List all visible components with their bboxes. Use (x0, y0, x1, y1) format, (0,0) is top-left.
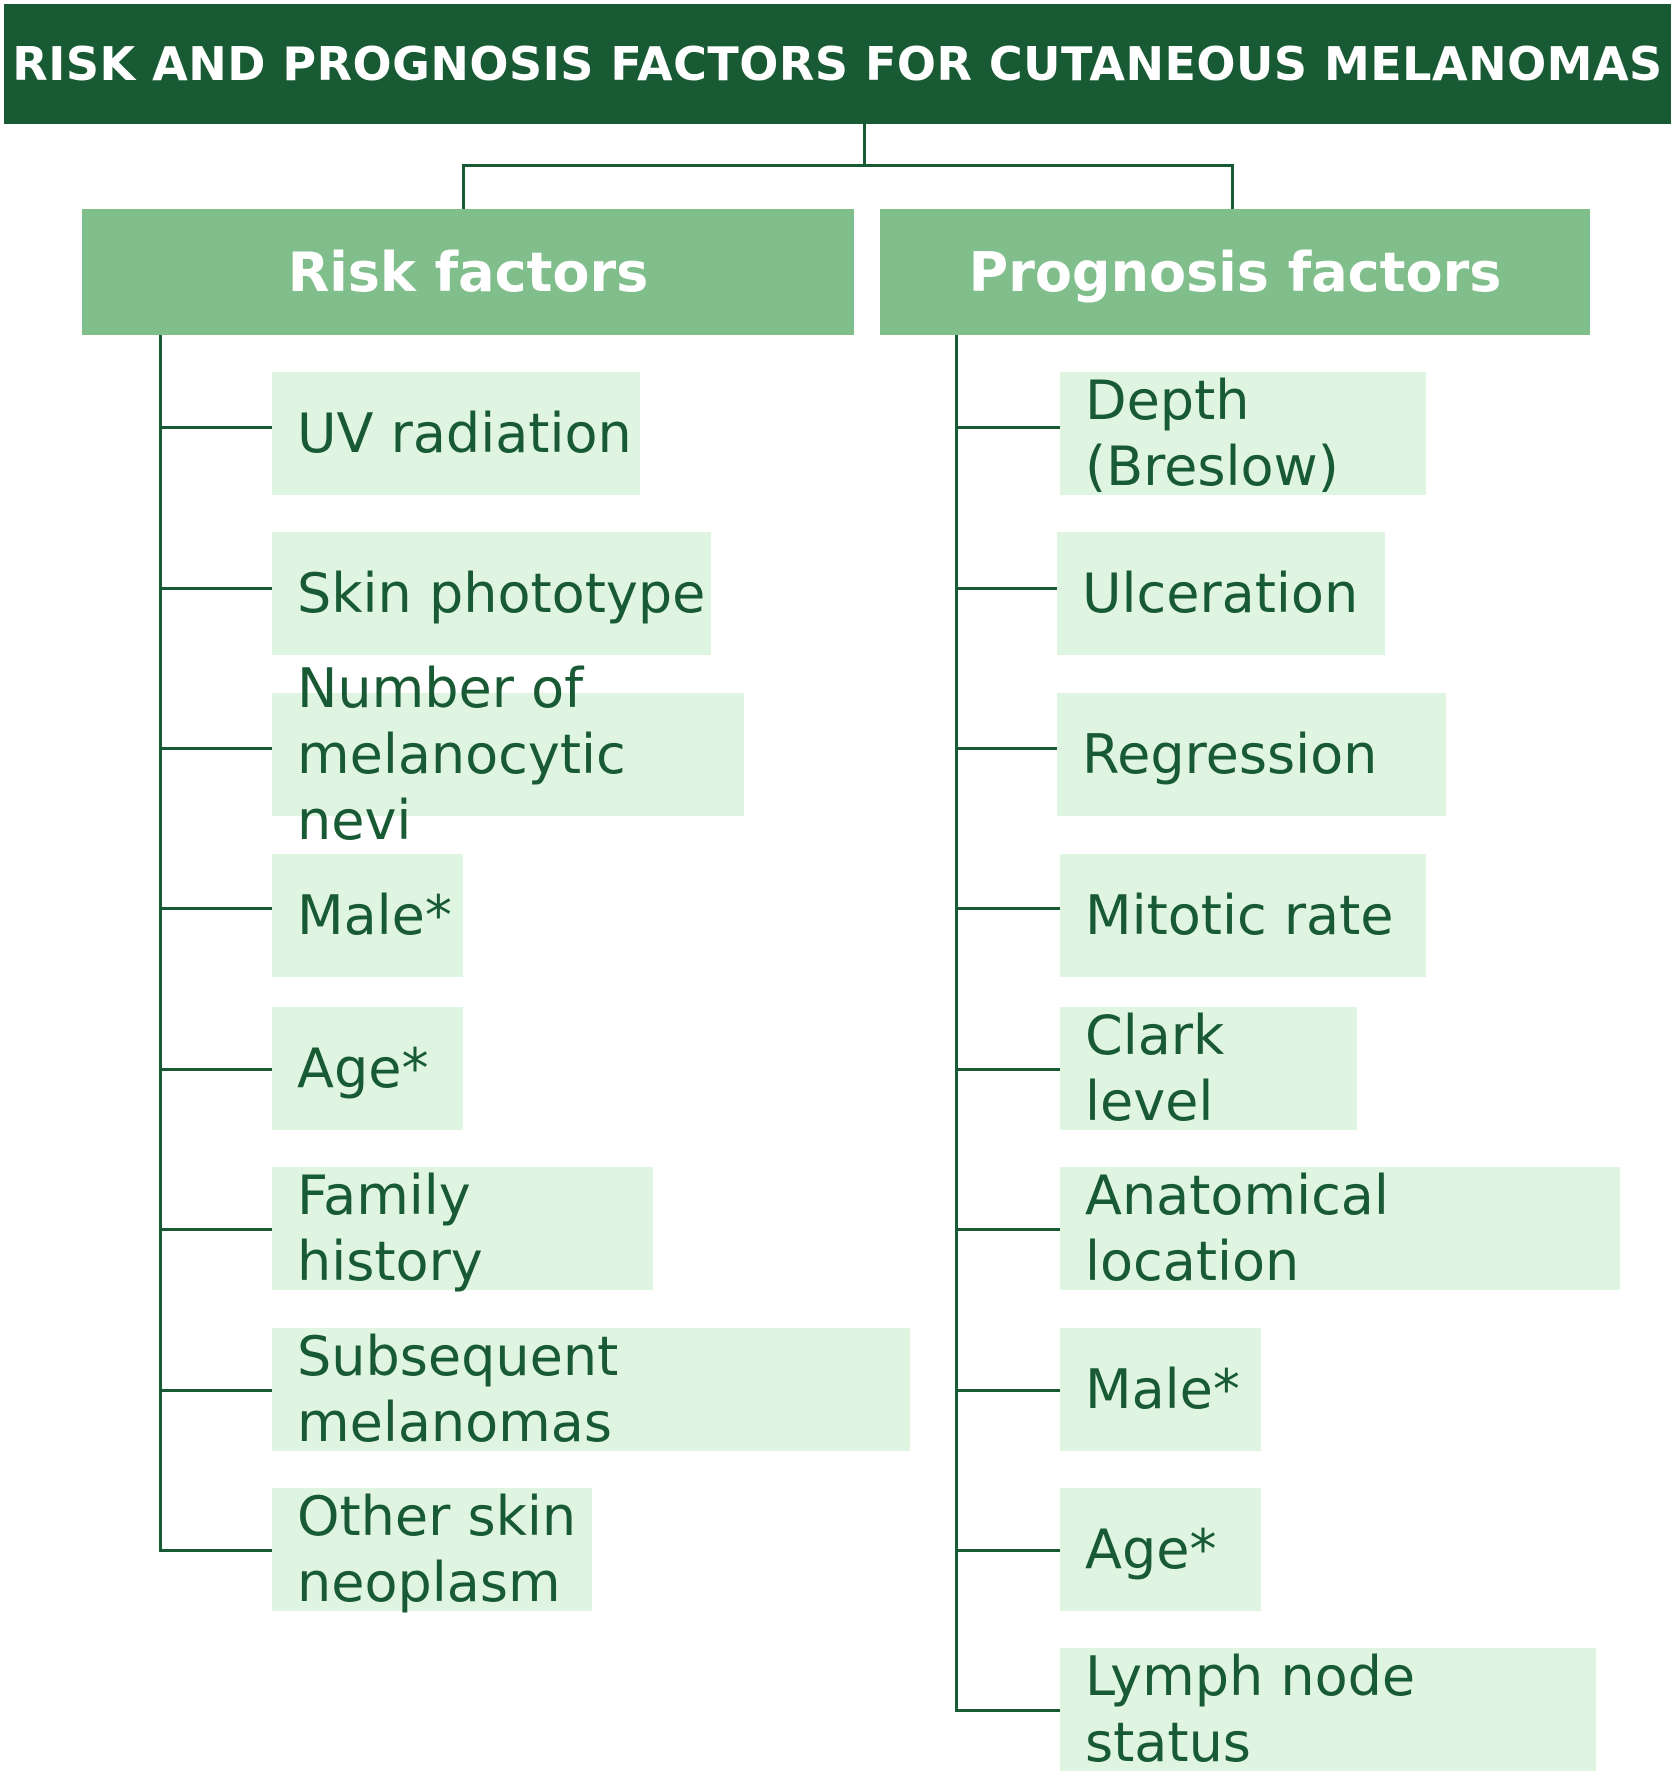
risk-item-age: Age* (272, 1007, 463, 1130)
prognosis-branch (955, 747, 1060, 750)
prognosis-branch (955, 1549, 1060, 1552)
risk-item-other-skin-neoplasm: Other skin neoplasm (272, 1485, 592, 1614)
risk-factors-header: Risk factors (82, 209, 854, 335)
prognosis-branch (955, 1068, 1060, 1071)
prognosis-branch (955, 587, 1060, 590)
prognosis-item-regression: Regression (1057, 693, 1446, 816)
risk-branch (159, 907, 272, 910)
risk-spine (159, 335, 162, 1551)
prognosis-branch (955, 1709, 1060, 1712)
risk-item-melanocytic-nevi: Number of melanocytic nevi (272, 657, 744, 852)
prognosis-branch (955, 426, 1060, 429)
prognosis-item-lymph-node-status: Lymph node status (1060, 1645, 1596, 1774)
connector-horizontal (462, 164, 1234, 167)
diagram-title: RISK AND PROGNOSIS FACTORS FOR CUTANEOUS… (4, 4, 1671, 124)
prognosis-branch (955, 1228, 1060, 1231)
risk-item-male: Male* (272, 854, 463, 977)
connector-risk-drop (462, 164, 465, 209)
risk-item-uv-radiation: UV radiation (272, 372, 640, 495)
prognosis-item-mitotic-rate: Mitotic rate (1060, 854, 1426, 977)
prognosis-item-clark-level: Clark level (1060, 1004, 1357, 1133)
prognosis-factors-header: Prognosis factors (880, 209, 1590, 335)
risk-branch (159, 747, 272, 750)
prognosis-item-depth-breslow: Depth (Breslow) (1060, 369, 1426, 498)
risk-item-skin-phototype: Skin phototype (272, 532, 711, 655)
risk-branch (159, 1228, 272, 1231)
risk-branch (159, 1389, 272, 1392)
risk-branch (159, 587, 272, 590)
connector-prognosis-drop (1231, 164, 1234, 209)
prognosis-item-anatomical-location: Anatomical location (1060, 1164, 1620, 1293)
prognosis-item-age: Age* (1060, 1488, 1261, 1611)
prognosis-item-male: Male* (1060, 1328, 1261, 1451)
prognosis-branch (955, 1389, 1060, 1392)
risk-branch (159, 1549, 272, 1552)
risk-branch (159, 1068, 272, 1071)
prognosis-branch (955, 907, 1060, 910)
connector-title-stem (863, 124, 866, 167)
risk-item-family-history: Family history (272, 1164, 653, 1293)
risk-branch (159, 426, 272, 429)
risk-item-subsequent-melanomas: Subsequent melanomas (272, 1325, 910, 1454)
prognosis-spine (955, 335, 958, 1712)
prognosis-item-ulceration: Ulceration (1057, 532, 1385, 655)
